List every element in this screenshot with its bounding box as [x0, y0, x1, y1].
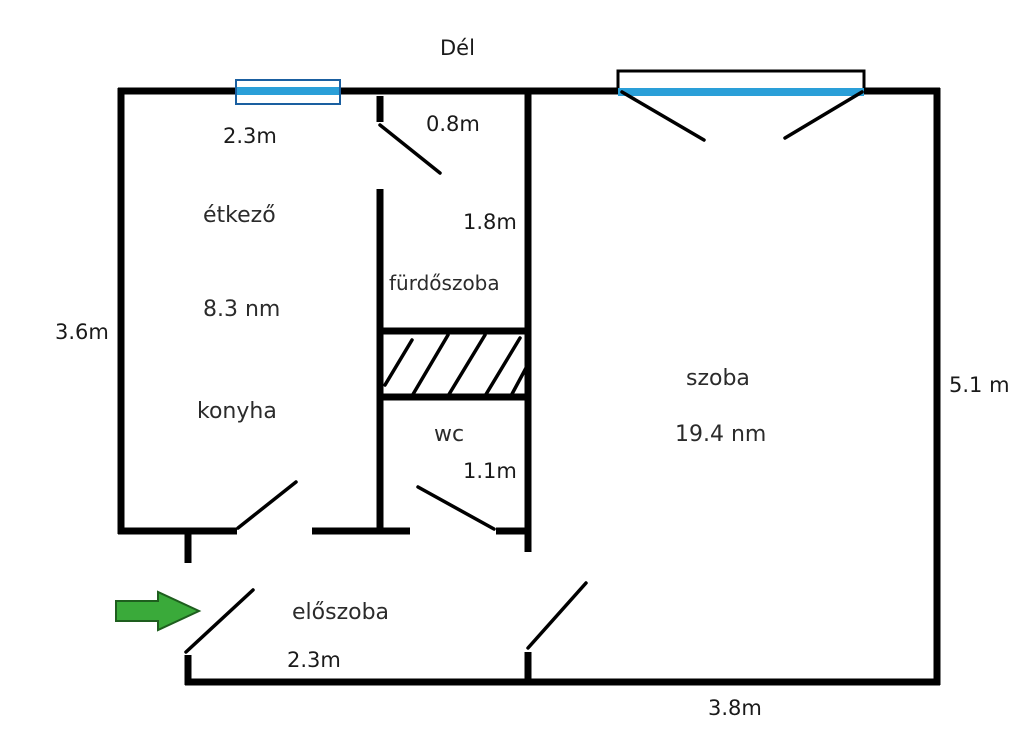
dim-right-height: 5.1 m: [949, 373, 1010, 397]
dim-left-height: 3.6m: [55, 320, 109, 344]
entrance-door: [184, 588, 255, 654]
entry-arrow-icon: [115, 590, 202, 632]
room-door: [526, 581, 588, 650]
kitchen-door: [236, 480, 298, 530]
dim-bath-length: 1.8m: [463, 210, 517, 234]
room-kitchen-name: konyha: [197, 399, 277, 424]
dim-bottom-right: 3.8m: [708, 696, 762, 720]
left-window: [235, 79, 341, 105]
room-wc-name: wc: [434, 422, 464, 447]
compass-south-label: Dél: [440, 36, 475, 60]
walls: [117, 87, 941, 686]
doors: [184, 123, 588, 654]
dim-wc-length: 1.1m: [463, 459, 517, 483]
room-bathroom-name: fürdőszoba: [389, 271, 500, 295]
bathroom-door: [378, 123, 442, 175]
room-dining-name: étkező: [203, 203, 276, 228]
room-main-area: 19.4 nm: [675, 422, 766, 447]
shaft-hatch: [380, 327, 528, 401]
dim-top-left-window: 2.3m: [223, 124, 277, 148]
balcony-window: [616, 69, 866, 142]
room-hall-name: előszoba: [292, 600, 389, 625]
room-main-name: szoba: [686, 366, 750, 391]
room-dining-area: 8.3 nm: [203, 297, 280, 322]
dim-bath-door: 0.8m: [426, 112, 480, 136]
wc-door: [416, 485, 496, 531]
dim-hall-width: 2.3m: [287, 648, 341, 672]
